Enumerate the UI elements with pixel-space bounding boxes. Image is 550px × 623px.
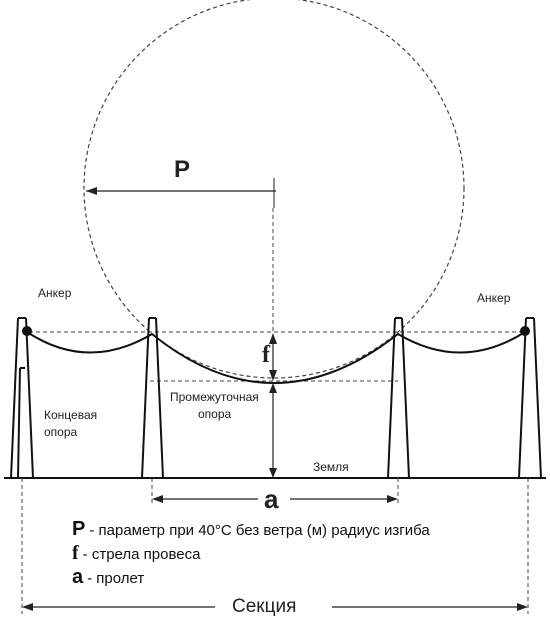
intermediate-support-left (141, 317, 164, 479)
legend-text-a: - пролет (87, 570, 145, 587)
span-label: a (264, 484, 279, 514)
right-end-support (518, 317, 542, 479)
f-arrow-bottom (269, 370, 277, 381)
radius-label: P (174, 156, 191, 183)
intermediate-support-label-1: Промежуточная (170, 390, 259, 404)
legend-item-a: a- пролет (72, 566, 144, 589)
legend-item-f: f- стрела провеса (72, 542, 200, 565)
legend-symbol-f: f (72, 542, 79, 564)
anchor-right-dot (520, 326, 530, 336)
anchor-left-label: Анкер (38, 286, 72, 300)
conductor-wire (26, 331, 526, 384)
intermediate-support-label-2: опора (198, 407, 232, 421)
legend-symbol-a: a (72, 566, 84, 588)
legend-text-f: - стрела провеса (82, 546, 201, 563)
intermediate-support-right (387, 317, 410, 479)
end-support-label-1: Концевая (44, 408, 98, 422)
anchor-right-label: Анкер (477, 291, 511, 305)
sag-radius-circle (83, 0, 465, 379)
section-arrow-left (22, 603, 33, 611)
ground-label: Земля (313, 460, 349, 474)
radius-arrow-head (86, 187, 97, 195)
f-arrow-top (269, 333, 277, 344)
end-support-label-2: опора (44, 425, 78, 439)
legend-text-p: - параметр при 40°С без ветра (м) радиус… (89, 522, 430, 539)
anchor-left-dot (22, 326, 32, 336)
sag-label: f (262, 342, 270, 368)
section-arrow-right (517, 603, 528, 611)
legend-symbol-p: P (72, 518, 86, 540)
legend-item-p: P- параметр при 40°С без ветра (м) радиу… (72, 518, 430, 541)
left-end-support (10, 317, 34, 479)
span-arrow-right (387, 495, 398, 503)
section-label: Секция (232, 596, 297, 617)
span-arrow-left (152, 495, 163, 503)
